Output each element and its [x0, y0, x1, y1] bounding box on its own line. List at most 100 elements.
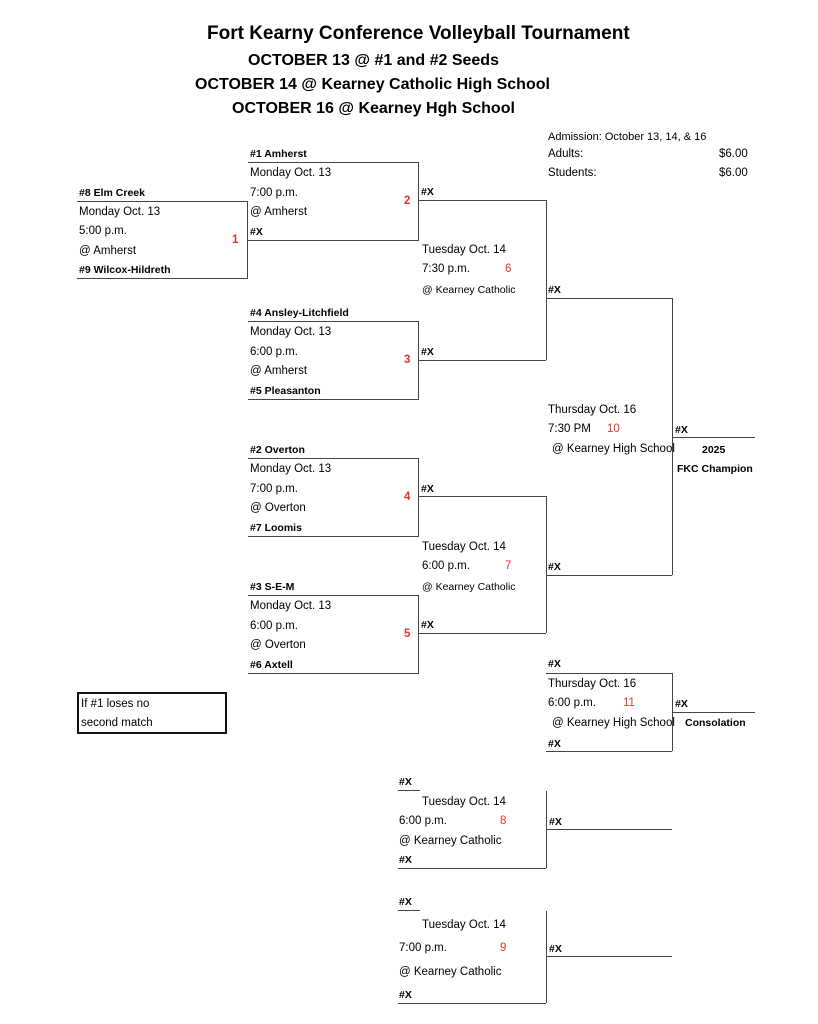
match-time: 6:00 p.m.	[250, 346, 298, 358]
match-site: @ Kearney High School	[552, 443, 675, 455]
match-number: 2	[404, 195, 411, 207]
bracket-line	[398, 868, 546, 869]
bracket-line	[248, 240, 419, 241]
bracket-line	[248, 595, 419, 596]
match-site: @ Amherst	[79, 245, 137, 257]
team-bottom: #X	[250, 226, 263, 238]
match-day: Monday Oct. 13	[250, 600, 332, 612]
page-title: Fort Kearny Conference Volleyball Tourna…	[207, 23, 630, 44]
winner-slot: #X	[548, 284, 561, 296]
match-time: 6:00 p.m.	[422, 560, 470, 572]
match-number: 6	[505, 263, 512, 275]
match-day: Tuesday Oct. 14	[422, 541, 506, 553]
match-site: @ Kearney Catholic	[399, 966, 502, 978]
note-line-2: second match	[81, 717, 153, 729]
bracket-line	[418, 458, 419, 536]
match-site: @ Overton	[250, 502, 306, 514]
admission-label: Admission: October 13, 14, & 16	[548, 131, 707, 143]
consolation-slot: #X	[675, 698, 688, 710]
bracket-line	[546, 829, 672, 830]
bracket-line	[248, 536, 419, 537]
note-box: If #1 loses no second match	[77, 692, 227, 734]
bracket-line	[248, 162, 419, 163]
header-line-1: OCTOBER 13 @ #1 and #2 Seeds	[248, 52, 499, 69]
champion-slot: #X	[675, 424, 688, 436]
match-number: 10	[607, 423, 620, 435]
winner-slot: #X	[549, 943, 562, 955]
bracket-line	[419, 496, 546, 497]
bracket-line	[546, 575, 672, 576]
team-top: #8 Elm Creek	[79, 187, 145, 199]
bracket-line	[546, 200, 547, 360]
team-bottom: #5 Pleasanton	[250, 385, 321, 397]
bracket-line	[546, 673, 672, 674]
match-site: @ Amherst	[250, 365, 308, 377]
champion-label: FKC Champion	[677, 463, 753, 475]
team-top: #2 Overton	[250, 444, 305, 456]
team-top: #4 Ansley-Litchfield	[250, 307, 349, 319]
champion-year: 2025	[702, 444, 726, 456]
match-number: 11	[623, 697, 635, 709]
match-number: 8	[500, 815, 507, 827]
match-day: Thursday Oct. 16	[548, 678, 637, 690]
bracket-line	[546, 298, 672, 299]
bracket-line	[546, 956, 672, 957]
bracket-line	[546, 911, 547, 1003]
bracket-line	[418, 162, 419, 240]
match-site: @ Amherst	[250, 206, 308, 218]
match-time: 7:30 PM	[548, 423, 591, 435]
team-top: #X	[399, 896, 412, 908]
team-bottom: #X	[548, 738, 561, 750]
match-site: @ Overton	[250, 639, 306, 651]
match-day: Tuesday Oct. 14	[422, 796, 506, 808]
bracket-line	[672, 437, 755, 438]
bracket-line	[546, 751, 672, 752]
bracket-line	[419, 360, 546, 361]
match-time: 7:00 p.m.	[250, 483, 298, 495]
winner-slot: #X	[548, 561, 561, 573]
match-site: @ Kearney Catholic	[422, 581, 516, 593]
team-top: #1 Amherst	[250, 148, 307, 160]
bracket-line	[398, 1003, 546, 1004]
match-time: 7:00 p.m.	[250, 187, 298, 199]
bracket-line	[418, 321, 419, 399]
bracket-line	[418, 595, 419, 673]
match-day: Monday Oct. 13	[79, 206, 161, 218]
bracket-line	[398, 910, 420, 911]
consolation-label: Consolation	[685, 717, 746, 729]
match-site: @ Kearney Catholic	[422, 284, 516, 296]
header-line-3: OCTOBER 16 @ Kearney Hgh School	[232, 100, 515, 117]
winner-slot: #X	[421, 483, 434, 495]
bracket-line	[77, 201, 248, 202]
header-line-2: OCTOBER 14 @ Kearney Catholic High Schoo…	[195, 76, 550, 93]
students-label: Students:	[548, 167, 597, 179]
team-bottom: #6 Axtell	[250, 659, 293, 671]
team-top: #X	[548, 658, 561, 670]
bracket-line	[247, 201, 248, 278]
match-time: 7:30 p.m.	[422, 263, 470, 275]
winner-slot: #X	[421, 619, 434, 631]
adults-label: Adults:	[548, 148, 584, 160]
match-number: 9	[500, 942, 507, 954]
bracket-line	[77, 278, 248, 279]
match-number: 3	[404, 354, 411, 366]
match-number: 1	[232, 234, 239, 246]
match-day: Tuesday Oct. 14	[422, 919, 506, 931]
match-time: 6:00 p.m.	[399, 815, 447, 827]
bracket-line	[248, 321, 419, 322]
bracket-line	[419, 633, 546, 634]
bracket-line	[546, 496, 547, 633]
match-day: Monday Oct. 13	[250, 167, 332, 179]
match-time: 5:00 p.m.	[79, 225, 127, 237]
match-time: 7:00 p.m.	[399, 942, 447, 954]
team-bottom: #7 Loomis	[250, 522, 302, 534]
note-line-1: If #1 loses no	[81, 698, 150, 710]
match-number: 5	[404, 628, 411, 640]
match-number: 7	[505, 560, 512, 572]
bracket-line	[248, 399, 419, 400]
students-price: $6.00	[719, 167, 748, 179]
bracket-line	[672, 712, 755, 713]
match-day: Thursday Oct. 16	[548, 404, 637, 416]
team-bottom: #X	[399, 989, 412, 1001]
bracket-line	[248, 458, 419, 459]
